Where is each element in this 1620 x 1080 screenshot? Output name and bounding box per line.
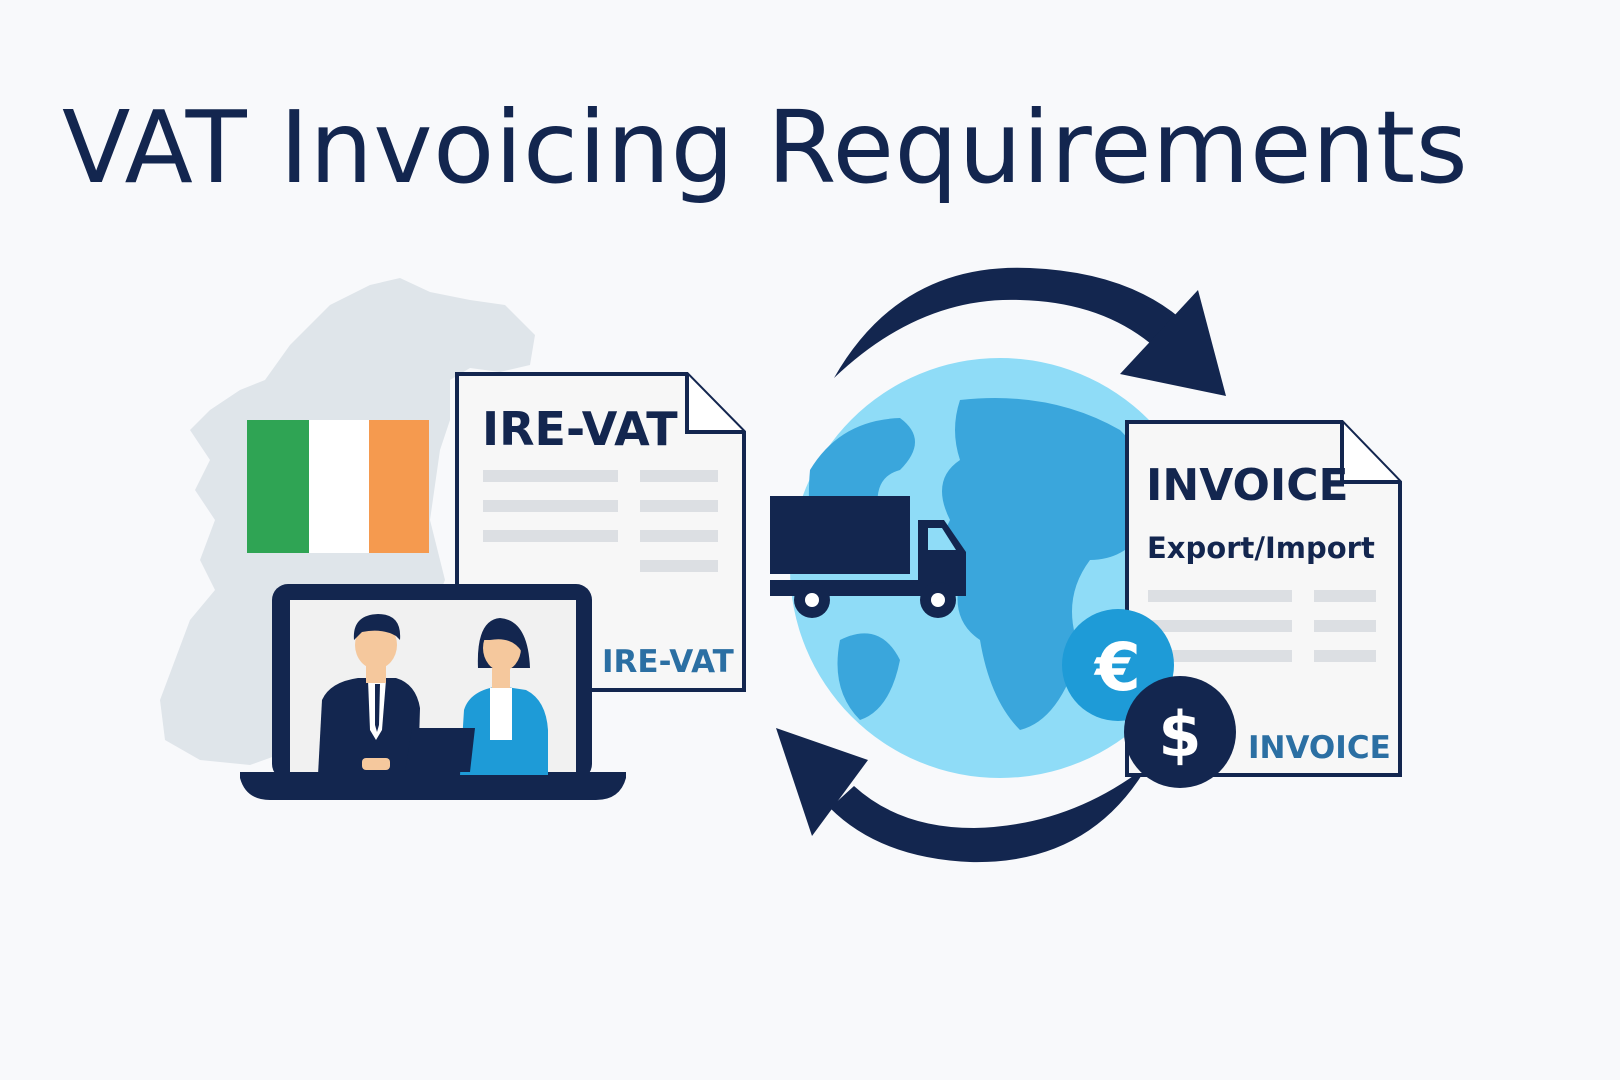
laptop-icon (240, 584, 626, 800)
invoice-subheading: Export/Import (1147, 531, 1375, 565)
page-title: VAT Invoicing Requirements (62, 89, 1469, 206)
dollar-coin-icon: $ (1124, 676, 1236, 788)
ire-vat-footer: IRE-VAT (602, 644, 734, 680)
invoice-heading: INVOICE (1146, 460, 1349, 511)
businesswoman-icon (460, 618, 548, 775)
dollar-symbol: $ (1158, 698, 1201, 771)
ire-vat-heading: IRE-VAT (482, 402, 678, 456)
businessman-icon (318, 614, 420, 775)
euro-symbol: € (1093, 629, 1141, 706)
cycle-arrows-icon (776, 267, 1226, 863)
truck-icon (770, 496, 966, 618)
invoice-footer: INVOICE (1248, 730, 1391, 766)
irish-flag-icon (247, 420, 429, 553)
